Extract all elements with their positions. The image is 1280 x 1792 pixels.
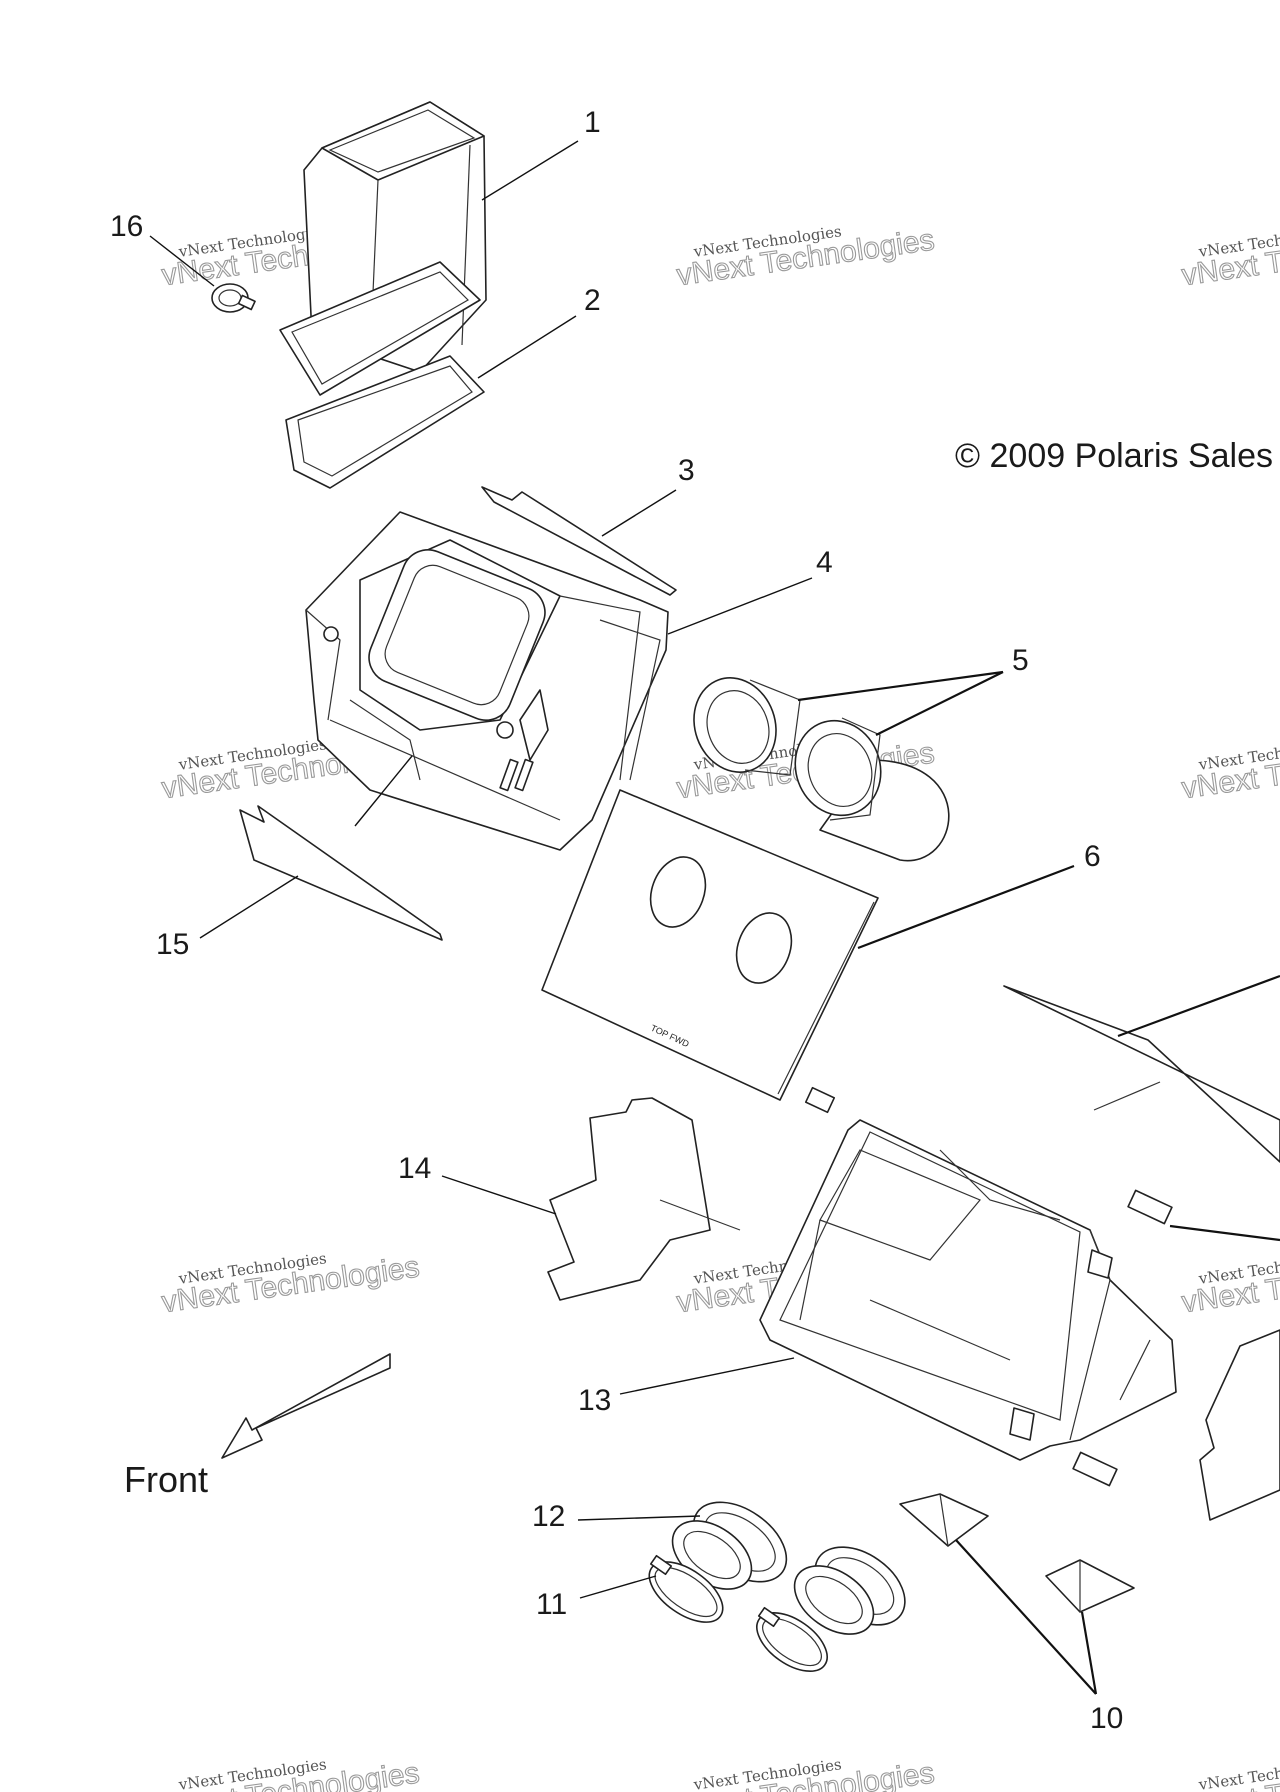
callout-15: 15	[156, 928, 189, 961]
part-filter-panel: TOP FWD	[541, 789, 879, 1101]
copyright-text: © 2009 Polaris Sales I	[955, 437, 1280, 475]
callout-6: 6	[1084, 840, 1101, 873]
part-seal-strip-upper	[481, 486, 677, 596]
watermark: vNext Technologies vNext Technologies	[159, 1755, 422, 1792]
front-direction-arrow	[221, 1353, 391, 1459]
callout-3: 3	[678, 454, 695, 487]
callout-10: 10	[1090, 1702, 1123, 1735]
watermark: vNext Technologies vNext Technologies	[674, 1755, 937, 1792]
part-hose-clamps	[648, 1554, 828, 1672]
callout-1: 1	[584, 106, 601, 139]
callout-5: 5	[1012, 644, 1029, 677]
part-duct-seal	[279, 261, 485, 489]
callout-labels: 1 2 3 4 5 6 10 11 12 13 14 15 16	[110, 106, 1123, 1735]
leader-lines	[149, 140, 1280, 1695]
callout-4: 4	[816, 546, 833, 579]
watermark: vNext Technologies vNext Technologies	[1179, 735, 1280, 806]
part-wedges	[899, 1493, 1135, 1613]
part-baffle-plate	[547, 1097, 741, 1301]
watermark: vNext Technologies vNext Technologies	[159, 1249, 422, 1320]
watermark: vNext Technologies vNext Technologies	[674, 222, 937, 293]
callout-12: 12	[532, 1500, 565, 1533]
callout-13: 13	[578, 1384, 611, 1417]
front-label: Front	[124, 1459, 208, 1500]
watermark: vNext Technologies vNext Technologies	[1179, 1755, 1280, 1792]
watermark: vNext Technologies vNext Technologies	[1179, 1249, 1280, 1320]
callout-2: 2	[584, 284, 601, 317]
callout-11: 11	[536, 1588, 567, 1621]
part-right-partial	[1003, 985, 1280, 1521]
part-clamp-small	[211, 283, 256, 313]
part-airbox-upper	[305, 511, 669, 851]
callout-14: 14	[398, 1152, 431, 1185]
part-airbox-lower	[759, 1119, 1177, 1461]
callout-16: 16	[110, 210, 143, 243]
part-clips	[804, 1086, 1173, 1487]
part-intake-boots	[693, 677, 950, 862]
watermark: vNext Technologies vNext Technologies	[1179, 222, 1280, 293]
part-seal-strip-side	[239, 805, 443, 941]
part-couplers	[671, 1501, 906, 1635]
